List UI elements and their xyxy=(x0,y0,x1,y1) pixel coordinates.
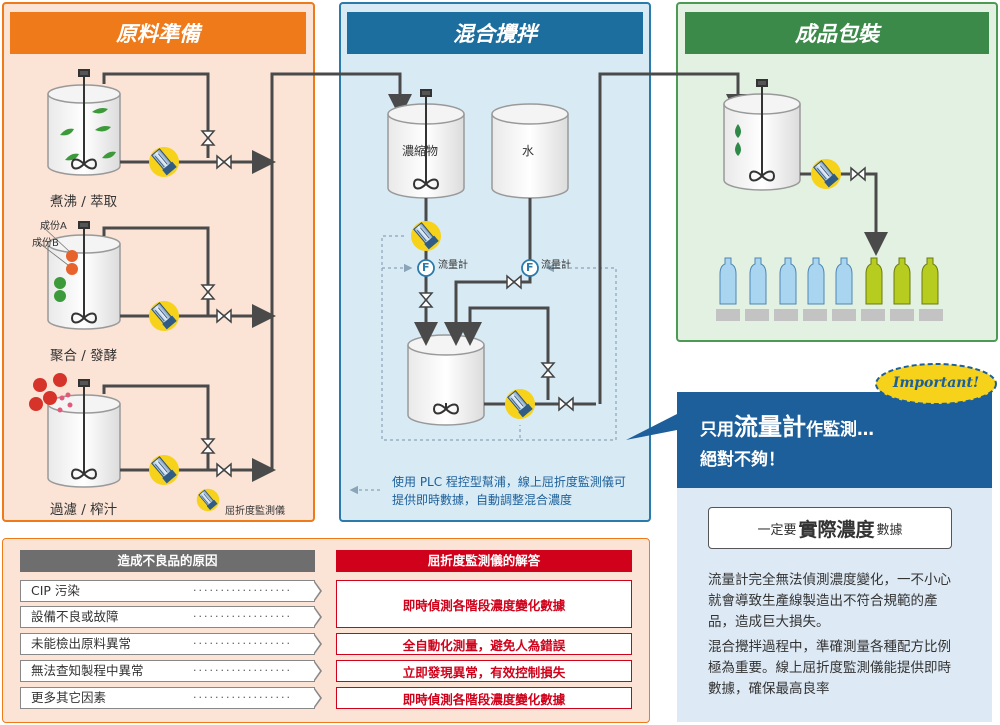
solutions-header: 屈折度監測儀的解答 xyxy=(336,550,632,572)
concentrate-label: 濃縮物 xyxy=(402,144,439,158)
cause-row: 設備不良或故障·················· xyxy=(20,606,322,628)
bottle-row xyxy=(716,257,943,321)
causes-header: 造成不良品的原因 xyxy=(20,550,315,572)
box-pre: 一定要 xyxy=(757,522,797,538)
flowmeter-2 xyxy=(521,259,539,277)
component-b-label: 成份B xyxy=(32,238,59,249)
callout-para-1: 流量計完全無法偵測濃度變化，一不小心就會導致生產線製造出不符合規範的產品，造成巨… xyxy=(708,572,951,630)
flowmeter-2-symbol: F xyxy=(526,261,534,274)
headline-pre: 只用 xyxy=(700,420,734,440)
flowmeter-2-label: 流量計 xyxy=(541,260,571,271)
tank-ferment-label: 聚合 / 發酵 xyxy=(50,348,118,364)
solution-row: 全自動化測量，避免人為錯誤 xyxy=(336,633,632,655)
flowmeter-1-label: 流量計 xyxy=(438,260,468,271)
refractometer-legend-icon xyxy=(196,488,220,512)
mix-note: 使用 PLC 程控型幫浦，線上屈折度監測儀可提供即時數據，自動調整混合濃度 xyxy=(392,475,626,507)
refractometer-icon xyxy=(410,220,442,252)
tank-water xyxy=(491,103,569,199)
cause-row: 未能檢出原料異常·················· xyxy=(20,633,322,655)
refractometer-icon xyxy=(148,146,180,178)
callout-headline: 只用流量計作監測… 絕對不夠！ xyxy=(700,412,874,475)
box-big: 實際濃度 xyxy=(798,518,875,541)
water-label: 水 xyxy=(522,144,535,158)
headline-line2: 絕對不夠！ xyxy=(700,450,785,470)
tank-filter-label: 過濾 / 榨汁 xyxy=(50,502,118,518)
cause-row: CIP 污染·················· xyxy=(20,580,322,602)
refractometer-icon xyxy=(148,454,180,486)
headline-big: 流量計 xyxy=(734,413,806,441)
prep-title: 原料準備 xyxy=(10,12,306,54)
cause-row: 無法查知製程中異常·················· xyxy=(20,660,322,682)
flowmeter-1-symbol: F xyxy=(422,261,430,274)
box-post: 數據 xyxy=(876,522,903,538)
component-a-label: 成份A xyxy=(40,221,67,232)
pack-title: 成品包裝 xyxy=(685,12,989,54)
refractometer-icon xyxy=(810,158,842,190)
callout-box: 一定要實際濃度數據 xyxy=(708,507,952,549)
solution-row: 即時偵測各階段濃度變化數據 xyxy=(336,687,632,709)
solution-row: 即時偵測各階段濃度變化數據 xyxy=(336,580,632,628)
refractometer-icon xyxy=(148,300,180,332)
callout-para-2: 混合攪拌過程中，準確測量各種配方比例極為重要。線上屈折度監測儀能提供即時數據，確… xyxy=(708,639,951,697)
flowmeter-1 xyxy=(417,259,435,277)
headline-post: 作監測… xyxy=(806,420,874,440)
mix-title: 混合攪拌 xyxy=(347,12,643,54)
tank-boil-label: 煮沸 / 萃取 xyxy=(50,194,118,210)
important-badge: Important! xyxy=(892,375,980,391)
tank-mixer xyxy=(407,334,485,426)
refractometer-icon xyxy=(504,388,536,420)
refractometer-legend-label: 屈折度監測儀 xyxy=(225,506,285,517)
solution-row: 立即發現異常，有效控制損失 xyxy=(336,660,632,682)
cause-row: 更多其它因素·················· xyxy=(20,687,322,709)
